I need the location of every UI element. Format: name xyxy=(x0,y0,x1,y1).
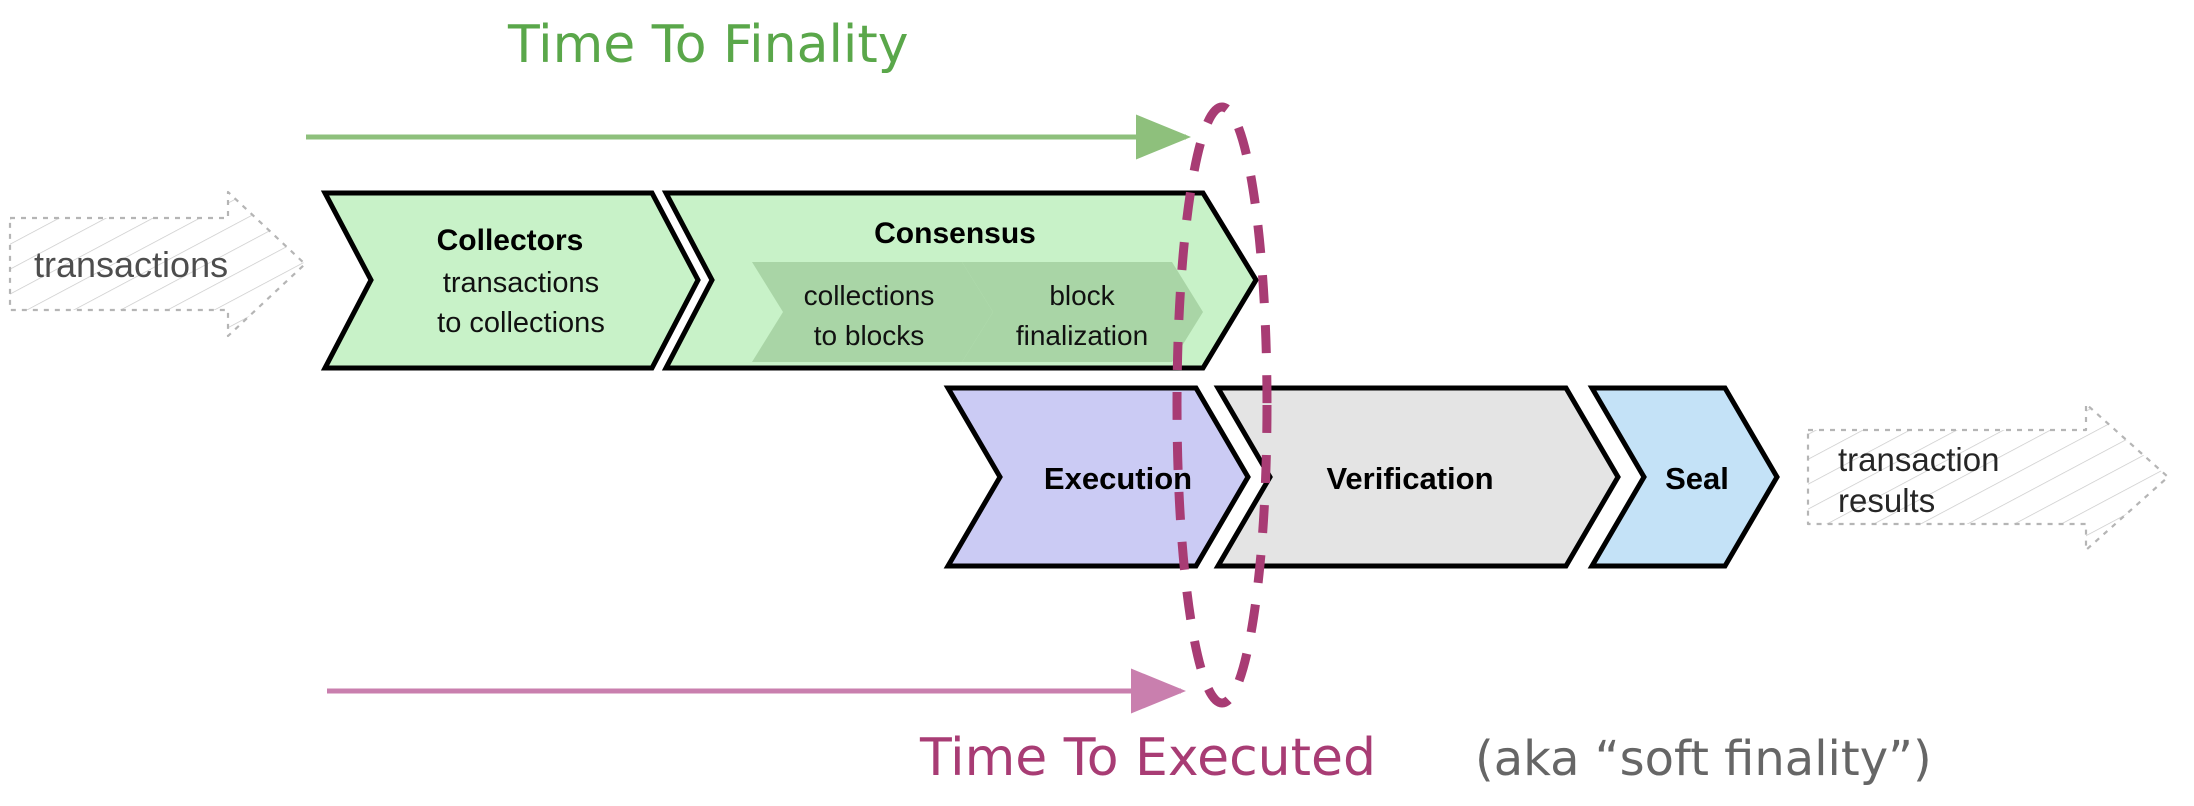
verification-stage[interactable]: Verification xyxy=(1213,385,1621,569)
transactions-input: transactions xyxy=(8,190,307,338)
transactions-input-label: transactions xyxy=(34,244,228,285)
collections-to-blocks-substage[interactable]: collections to blocks xyxy=(752,262,993,362)
execution-stage[interactable]: Execution xyxy=(943,385,1251,569)
block-finalization-line-2: finalization xyxy=(1016,320,1148,351)
collectors-stage-subtitle-line-1: transactions xyxy=(443,267,599,299)
collectors-stage-title: Collectors xyxy=(437,224,584,257)
consensus-stage[interactable]: Consensus collections to blocks block fi… xyxy=(661,190,1259,371)
transaction-results-output: transaction results xyxy=(1806,402,2170,552)
time-to-finality-label: Time To Finality xyxy=(507,15,909,75)
consensus-stage-title: Consensus xyxy=(874,217,1036,250)
finality-boundary-ellipse xyxy=(1172,102,1272,708)
execution-stage-title: Execution xyxy=(1044,461,1192,496)
transaction-results-label-line-1: transaction xyxy=(1838,441,1999,478)
block-finalization-substage[interactable]: block finalization xyxy=(962,262,1203,362)
collectors-stage-subtitle-line-2: to collections xyxy=(437,307,605,339)
seal-stage-title: Seal xyxy=(1665,461,1729,496)
collections-to-blocks-line-2: to blocks xyxy=(814,320,925,351)
soft-finality-note: (aka “soft finality”) xyxy=(1475,731,1932,787)
collectors-stage[interactable]: Collectors transactions to collections xyxy=(320,190,701,371)
collections-to-blocks-line-1: collections xyxy=(804,280,935,311)
block-finalization-line-1: block xyxy=(1049,280,1115,311)
time-to-executed-label: Time To Executed xyxy=(919,728,1376,788)
transaction-results-label-line-2: results xyxy=(1838,482,1935,519)
verification-stage-title: Verification xyxy=(1326,461,1493,496)
seal-stage[interactable]: Seal xyxy=(1587,385,1780,569)
